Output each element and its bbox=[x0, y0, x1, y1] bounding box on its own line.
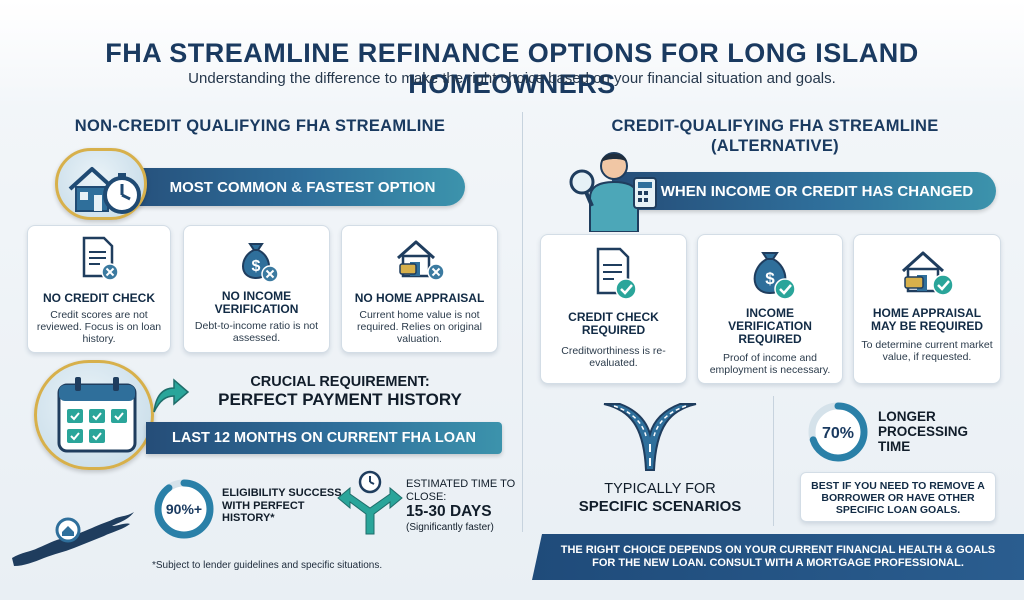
footnote: *Subject to lender guidelines and specif… bbox=[152, 560, 383, 571]
eligibility-gauge: 90%+ bbox=[154, 479, 214, 539]
processing-label: LONGER PROCESSING TIME bbox=[878, 409, 969, 454]
right-banner: WHEN INCOME OR CREDIT HAS CHANGED bbox=[612, 172, 996, 210]
card-title: NO INCOME VERIFICATION bbox=[214, 289, 299, 316]
requirement-banner: LAST 12 MONTHS ON CURRENT FHA LOAN bbox=[146, 422, 502, 454]
calendar-badge bbox=[34, 360, 154, 470]
right-section-title-line2: (ALTERNATIVE) bbox=[711, 137, 839, 155]
right-section-title-line1: CREDIT-QUALIFYING FHA STREAMLINE bbox=[611, 117, 939, 135]
right-inner-divider bbox=[773, 396, 774, 526]
forked-road-icon bbox=[603, 403, 697, 471]
document-x-icon bbox=[82, 236, 119, 281]
card-title: HOME APPRAISAL MAY BE REQUIRED bbox=[870, 306, 984, 333]
house-tape-check-icon bbox=[901, 251, 954, 296]
long-island-map-icon bbox=[12, 512, 134, 566]
card-description: Debt-to-income ratio is not assessed. bbox=[194, 320, 319, 344]
card-title: NO HOME APPRAISAL bbox=[354, 291, 485, 305]
card-description: To determine current market value, if re… bbox=[861, 339, 993, 363]
house-clock-icon bbox=[68, 167, 141, 214]
svg-text:$: $ bbox=[765, 269, 775, 288]
credit-check-required-card: CREDIT CHECK REQUIRED Creditworthiness i… bbox=[540, 234, 687, 384]
no-income-verification-card: $ NO INCOME VERIFICATION Debt-to-income … bbox=[183, 225, 330, 353]
svg-text:$: $ bbox=[251, 258, 260, 275]
scenarios-line2: SPECIFIC SCENARIOS bbox=[578, 498, 742, 515]
split-arrow-clock-icon bbox=[337, 470, 403, 535]
analyst-person-icon bbox=[569, 152, 657, 232]
left-section-title: NON-CREDIT QUALIFYING FHA STREAMLINE bbox=[74, 117, 446, 135]
card-description: Credit scores are not reviewed. Focus is… bbox=[36, 309, 162, 345]
processing-gauge: 70% bbox=[808, 402, 868, 462]
requirement-label: CRUCIAL REQUIREMENT: bbox=[250, 374, 430, 390]
money-bag-check-icon: $ bbox=[753, 252, 796, 300]
card-title: CREDIT CHECK REQUIRED bbox=[568, 310, 659, 337]
column-divider bbox=[522, 112, 523, 532]
card-title: NO CREDIT CHECK bbox=[42, 291, 155, 305]
no-home-appraisal-card: NO HOME APPRAISAL Current home value is … bbox=[341, 225, 498, 353]
calendar-check-icon bbox=[57, 377, 137, 453]
eligibility-label: ELIGIBILITY SUCCESS WITH PERFECT HISTORY… bbox=[222, 487, 342, 524]
card-description: Proof of income and employment is necess… bbox=[709, 352, 831, 376]
requirement-value: PERFECT PAYMENT HISTORY bbox=[218, 390, 462, 409]
time-note: (Significantly faster) bbox=[406, 522, 494, 533]
money-bag-x-icon: $ bbox=[241, 243, 279, 283]
home-appraisal-may-be-required-card: HOME APPRAISAL MAY BE REQUIRED To determ… bbox=[853, 234, 1001, 384]
scenarios-line1: TYPICALLY FOR bbox=[604, 481, 716, 497]
time-label: ESTIMATED TIME TO CLOSE: bbox=[406, 478, 516, 503]
card-description: Current home value is not required. Reli… bbox=[357, 309, 482, 345]
arrow-icon bbox=[153, 378, 190, 413]
no-credit-check-card: NO CREDIT CHECK Credit scores are not re… bbox=[27, 225, 171, 353]
eligibility-percent: 90%+ bbox=[166, 501, 202, 517]
card-description: Creditworthiness is re-evaluated. bbox=[561, 345, 666, 369]
left-banner: MOST COMMON & FASTEST OPTION bbox=[110, 168, 465, 206]
page-subtitle: Understanding the difference to make the… bbox=[188, 70, 836, 87]
income-verification-required-card: $ INCOME VERIFICATION REQUIRED Proof of … bbox=[697, 234, 843, 384]
processing-percent: 70% bbox=[822, 425, 854, 442]
house-clock-badge bbox=[55, 148, 147, 220]
page-title: FHA STREAMLINE REFINANCE OPTIONS FOR LON… bbox=[105, 38, 919, 99]
house-tape-x-icon bbox=[396, 240, 445, 281]
bottom-note-bar: THE RIGHT CHOICE DEPENDS ON YOUR CURRENT… bbox=[532, 534, 1024, 580]
time-value: 15-30 DAYS bbox=[406, 503, 492, 520]
document-check-icon bbox=[596, 247, 637, 300]
best-if-card: BEST IF YOU NEED TO REMOVE A BORROWER OR… bbox=[800, 472, 996, 522]
card-title: INCOME VERIFICATION REQUIRED bbox=[728, 306, 812, 346]
